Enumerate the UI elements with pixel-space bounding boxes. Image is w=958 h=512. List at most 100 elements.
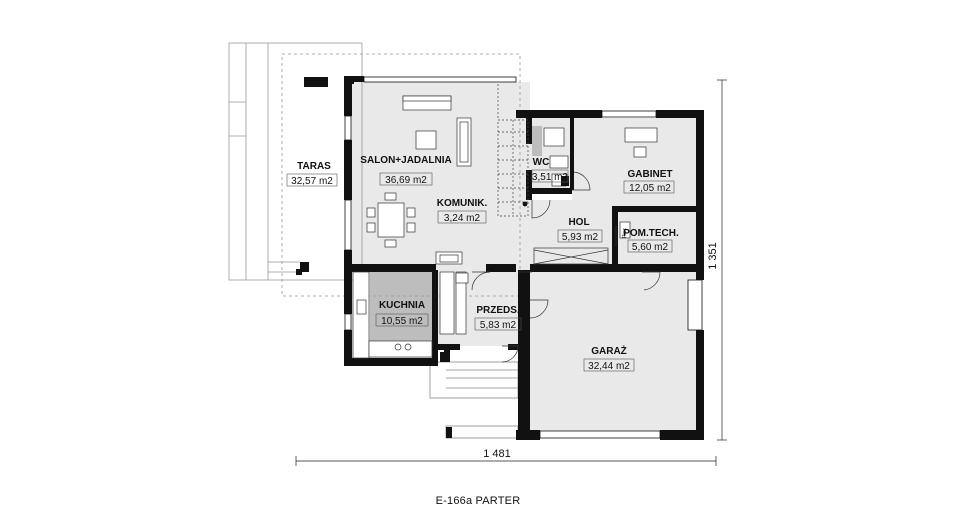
windows (344, 76, 703, 439)
room-area-przeds: 5,83 m2 (480, 320, 517, 331)
washbasin (549, 155, 569, 169)
room-area-garaz: 32,44 m2 (588, 361, 630, 372)
room-name-salon: SALON+JADALNIA (360, 155, 451, 166)
shower (543, 127, 565, 147)
wall (612, 206, 618, 272)
dining-chair (384, 239, 397, 248)
furniture (352, 95, 658, 359)
door-swing (642, 271, 661, 291)
dining-chair (384, 192, 397, 201)
wall (344, 140, 352, 200)
room-area-pomtech: 5,60 m2 (632, 242, 669, 253)
room-name-komunik: KOMUNIK. (437, 198, 488, 209)
room-labels: TARAS 32,57 m2 SALON+JADALNIA 36,69 m2 K… (286, 155, 679, 372)
dining-chair (366, 222, 376, 233)
wall (660, 430, 704, 440)
room-name-gabinet: GABINET (628, 169, 673, 180)
area-box (379, 172, 433, 186)
dining-chair (406, 207, 416, 218)
coffee-table (415, 130, 437, 150)
height-dimension: 1 351 (707, 242, 719, 270)
room-area-gabinet: 12,05 m2 (629, 183, 671, 194)
terrace (228, 42, 521, 297)
wall (530, 264, 612, 272)
wall (570, 118, 574, 190)
dimension-lines (295, 79, 727, 466)
dining-chair (366, 207, 376, 218)
wall (486, 264, 516, 272)
terrace-post (296, 269, 302, 275)
wall (344, 330, 352, 366)
window (344, 115, 352, 141)
room-name-pomtech: POM.TECH. (623, 228, 679, 239)
wall (352, 264, 436, 272)
wc-riser (561, 176, 569, 186)
room-area-wc: 3,51 m2 (532, 172, 569, 183)
kitchen-burner (404, 343, 412, 351)
garage-door (539, 430, 661, 439)
wall (344, 358, 434, 366)
room-name-przeds: PRZEDS. (476, 305, 520, 316)
window (363, 76, 517, 83)
door-swing (501, 345, 519, 363)
kitchen-burner (394, 343, 402, 351)
area-box (474, 317, 522, 331)
window (687, 279, 703, 331)
room-name-taras: TARAS (297, 161, 331, 172)
sofa-back (402, 95, 452, 102)
staircase (497, 84, 529, 217)
room-name-hol: HOL (568, 217, 589, 228)
wall (656, 110, 704, 118)
wall (612, 264, 700, 272)
room-area-hol: 5,93 m2 (562, 232, 599, 243)
wall (432, 270, 438, 366)
wall (508, 344, 520, 350)
wall (440, 352, 448, 362)
door-swing (471, 271, 491, 291)
terrace-post (304, 77, 328, 87)
room-area-taras: 32,57 m2 (291, 176, 333, 187)
pomtech-floor (618, 210, 696, 266)
entrance-canopy (429, 361, 519, 399)
wall (612, 206, 700, 212)
door-swing (529, 299, 549, 319)
area-box (557, 229, 603, 243)
desk (624, 127, 658, 143)
door-swing (531, 199, 551, 219)
room-name-wc: WC (533, 157, 550, 168)
wall (532, 188, 572, 194)
wall (518, 270, 530, 440)
step-post (446, 427, 452, 438)
komunik-floor (496, 118, 530, 272)
wall (344, 270, 352, 314)
wall (344, 76, 364, 82)
room-area-komunik: 3,24 m2 (444, 213, 481, 224)
hol-wardrobe (533, 247, 609, 265)
kuchnia-highlight (370, 271, 434, 341)
desk-chair (633, 146, 647, 158)
wardrobe (455, 271, 467, 335)
area-box (286, 173, 338, 187)
wall (516, 110, 602, 118)
utility-box (455, 272, 469, 284)
garaz-floor (530, 270, 696, 438)
wc-panel (532, 126, 542, 156)
room-area-salon: 36,69 m2 (385, 175, 427, 186)
wall (696, 330, 704, 438)
door-cross (533, 249, 609, 265)
room-name-kuchnia: KUCHNIA (379, 300, 425, 311)
window (344, 313, 352, 331)
walls (344, 76, 704, 440)
area-box (627, 239, 673, 253)
area-box (531, 169, 569, 183)
boiler-label: Piec (622, 228, 628, 238)
dining-chair (406, 222, 416, 233)
wall (526, 118, 532, 144)
wall (696, 110, 704, 280)
window (344, 199, 352, 251)
terrace-post (300, 262, 309, 272)
entrance-steps (429, 361, 519, 439)
hall-unit-inner (439, 254, 459, 263)
front-step (445, 425, 519, 439)
